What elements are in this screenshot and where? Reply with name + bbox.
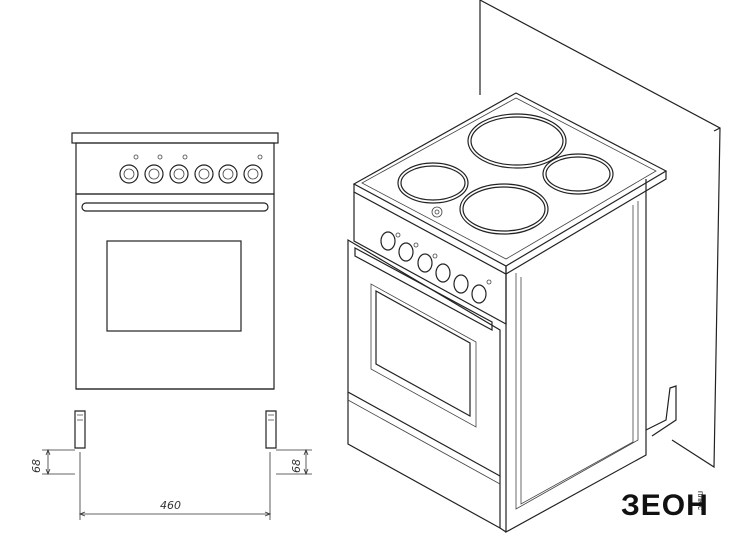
burners <box>397 113 614 235</box>
iso-control-panel <box>353 192 507 326</box>
dim-foot-height-left <box>42 448 75 476</box>
front-feet <box>74 410 277 449</box>
dim-text-width: 460 <box>160 499 181 512</box>
iso-side-panel <box>505 179 647 534</box>
dim-text-foot-right: 68 <box>290 459 303 473</box>
front-oven-window <box>106 240 242 332</box>
isometric-view <box>347 0 721 534</box>
dim-text-foot-left: 68 <box>30 459 43 473</box>
cooktop-surface <box>352 92 668 267</box>
wall-panel <box>479 0 721 469</box>
front-view: 68 68 460 <box>30 132 312 520</box>
anti-tip-bracket <box>645 385 677 437</box>
iso-oven-window <box>375 289 471 418</box>
brand-logo-tagline: плюс <box>696 491 705 510</box>
cooktop-emblem <box>431 206 443 218</box>
dim-foot-height-right <box>276 448 312 476</box>
iso-door-handle <box>354 246 493 332</box>
dim-width <box>78 452 272 520</box>
brand-logo: ЗЕОН <box>621 491 709 521</box>
brand-logo-text: ЗЕОН <box>621 489 709 522</box>
front-knobs <box>119 154 263 184</box>
front-door-handle <box>81 202 269 212</box>
iso-knobs <box>380 231 492 304</box>
front-oven-door <box>75 193 275 390</box>
front-control-panel <box>75 142 275 195</box>
